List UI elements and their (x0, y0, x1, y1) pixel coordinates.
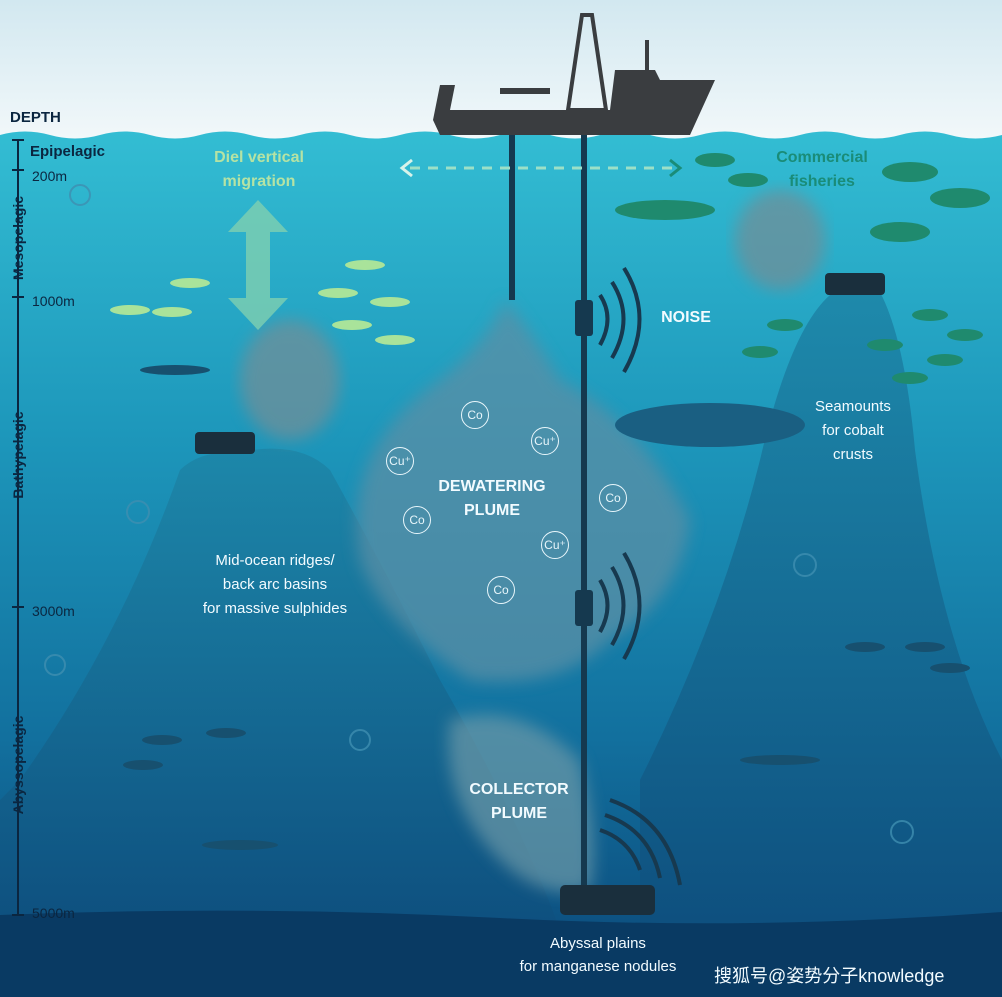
seafloor-collector (195, 273, 885, 915)
diel-migration-label: Diel vertical migration (214, 146, 304, 194)
label-line: Seamounts (815, 398, 891, 415)
seamount (640, 292, 1002, 930)
noise-waves (598, 266, 682, 886)
label-line: for massive sulphides (202, 600, 348, 617)
copper-marker: Cu⁺ (541, 531, 569, 559)
depth-marker-200m: 200m (32, 168, 68, 184)
dewatering-plume-label: DEWATERING PLUME (438, 475, 545, 523)
abyssal-plains-label: Abyssal plains for manganese nodules (520, 932, 677, 978)
commercial-fisheries-label: Commercial fisheries (776, 146, 868, 194)
label-line: back arc basins (222, 576, 328, 593)
dewatering-plume-cloud (356, 300, 690, 682)
jellyfish (44, 184, 914, 844)
mining-ship (433, 13, 715, 135)
label-line: Diel vertical (214, 149, 304, 166)
migration-arrow (228, 200, 288, 330)
watermark: 搜狐号@姿势分子knowledge (714, 966, 945, 986)
commercial-fish (615, 153, 990, 384)
seabed (0, 910, 1002, 997)
seamounts-label: Seamounts for cobalt crusts (815, 395, 891, 467)
sediment-plume-right (735, 190, 825, 290)
cobalt-marker: Co (403, 506, 431, 534)
label-line: COLLECTOR (469, 781, 569, 798)
copper-marker: Cu⁺ (386, 447, 414, 475)
label-line: for cobalt (822, 422, 884, 439)
collector-plume-cloud (448, 715, 594, 892)
label-line: PLUME (463, 502, 520, 519)
cobalt-marker: Co (599, 484, 627, 512)
arrow-head-left (399, 158, 413, 178)
label-line: crusts (832, 446, 874, 463)
label-line: for manganese nodules (519, 958, 677, 975)
riser-pipes (509, 135, 587, 890)
zone-abyssopelagic: Abyssopelagic (10, 715, 26, 815)
label-line: migration (222, 173, 296, 190)
copper-marker: Cu⁺ (531, 427, 559, 455)
depth-marker-5000m: 5000m (32, 905, 75, 921)
cobalt-marker: Co (487, 576, 515, 604)
label-line: Mid-ocean ridges/ (215, 552, 335, 569)
depth-title: DEPTH (10, 109, 61, 126)
arrow-head-right (669, 158, 683, 178)
noise-label: NOISE (661, 309, 711, 326)
deep-fish (123, 365, 970, 850)
zone-mesopelagic: Mesopelagic (10, 195, 26, 281)
mid-ocean-ridges-label: Mid-ocean ridges/ back arc basins for ma… (203, 549, 347, 621)
label-line: DEWATERING (438, 478, 546, 495)
mid-ocean-ridge (0, 448, 560, 930)
depth-marker-1000m: 1000m (32, 293, 75, 309)
migrating-fish (110, 260, 415, 345)
label-line: Abyssal plains (550, 935, 646, 952)
collector-plume-label: COLLECTOR PLUME (469, 778, 568, 826)
cobalt-marker: Co (461, 401, 489, 429)
label-line: fisheries (789, 173, 855, 190)
depth-marker-3000m: 3000m (32, 603, 75, 619)
sediment-plume-left (240, 320, 340, 440)
zone-epipelagic: Epipelagic (30, 143, 106, 160)
zone-bathypelagic: Bathypelagic (10, 411, 26, 499)
pump-module (575, 590, 593, 626)
label-line: PLUME (490, 805, 547, 822)
whale (615, 403, 805, 447)
pump-module (575, 300, 593, 336)
label-line: Commercial (776, 149, 868, 166)
depth-axis (12, 139, 24, 916)
